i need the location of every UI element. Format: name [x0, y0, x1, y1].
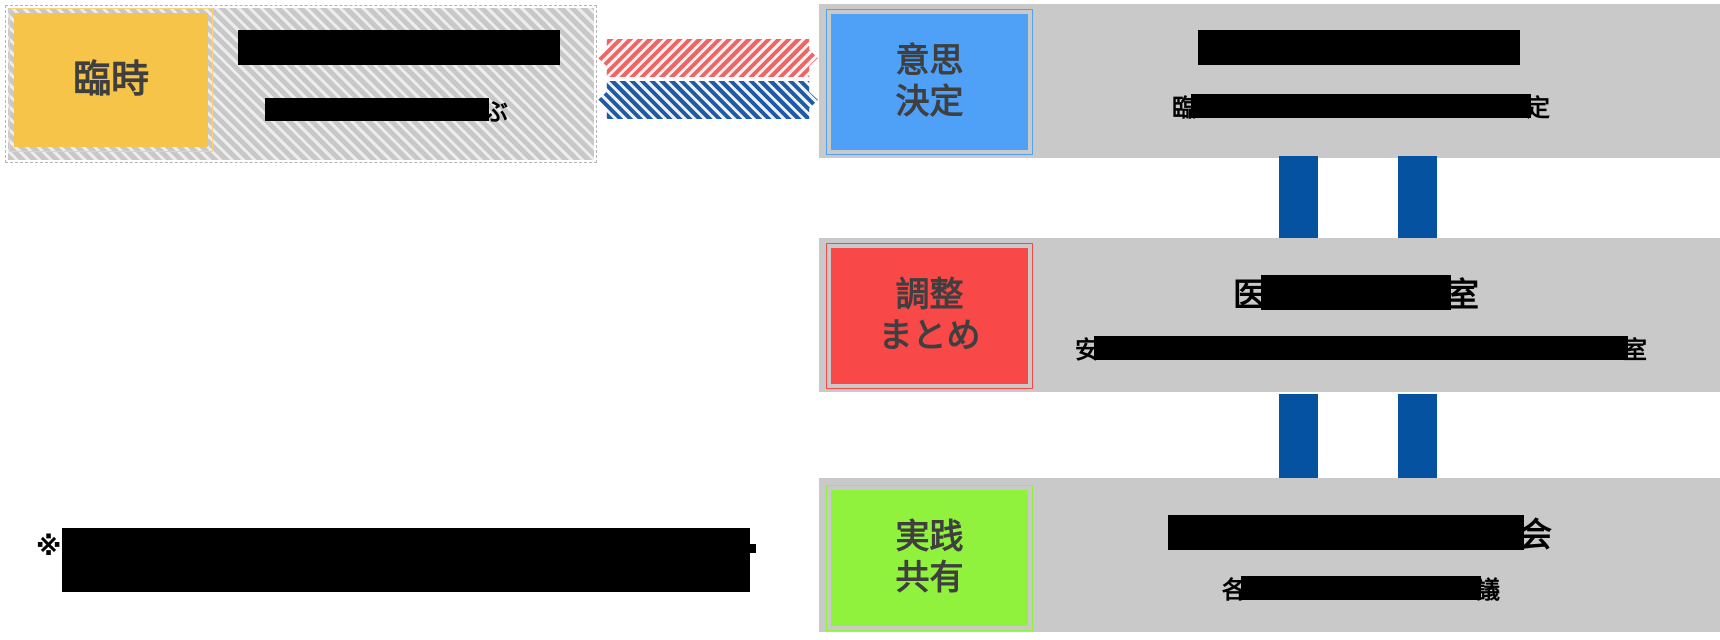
visible-text-fragment: ぶ: [484, 99, 508, 126]
tag-label: 臨時: [72, 58, 149, 101]
label-box-practice: 実践 共有: [826, 485, 1033, 631]
visible-text-fragment: 議: [1476, 577, 1500, 604]
redacted-text-bar: [238, 30, 560, 65]
redacted-text-bar: [1198, 30, 1520, 65]
tag-box-temporary: 臨時: [9, 8, 213, 152]
label-box-coordination: 調整 まとめ: [826, 243, 1033, 389]
row3-subtitle-line: 各 議: [1222, 570, 1500, 605]
row-coordination: 調整 まとめ 医 室 安 室: [819, 238, 1720, 392]
connector-bar: [1279, 156, 1318, 244]
row-label: 意思 決定: [895, 41, 964, 121]
row3-title-line: 会: [1168, 508, 1552, 556]
label-box-decision: 意思 決定: [826, 9, 1033, 155]
redacted-text-bar: [1094, 335, 1628, 360]
row1-subtitle-line: 臨 定: [1172, 88, 1550, 123]
left-hatched-panel: 臨時 ぶ: [5, 5, 597, 163]
connector-bar: [1279, 394, 1318, 482]
redacted-text-bar: [1168, 514, 1524, 550]
redacted-text-bar: [62, 528, 757, 592]
visible-text-fragment: 室: [1623, 337, 1647, 364]
redacted-text-bar: [265, 98, 489, 121]
left-panel-subtitle-line: ぶ: [265, 92, 508, 127]
row-label: 調整 まとめ: [878, 275, 981, 355]
row2-title-line: 医 室: [1233, 268, 1479, 316]
redacted-text-bar: [1191, 93, 1531, 118]
visible-text-fragment: 定: [1526, 95, 1550, 122]
connector-bar: [1398, 394, 1437, 482]
red-striped-bidirectional-arrow: [598, 39, 818, 77]
visible-text-fragment: 医: [1233, 276, 1266, 313]
visible-text-fragment: 室: [1446, 276, 1479, 313]
footnote-marker: ※: [36, 531, 62, 561]
left-panel-title-line: [238, 30, 560, 65]
row2-subtitle-line: 安 室: [1075, 330, 1647, 365]
row-label: 実践 共有: [895, 517, 964, 597]
row1-title-line: [1198, 30, 1520, 65]
redacted-text-bar: [1241, 575, 1481, 600]
redacted-text-bar: [1261, 274, 1451, 310]
row-practice-sharing: 実践 共有 会 各 議: [819, 478, 1720, 632]
blue-striped-bidirectional-arrow: [598, 81, 818, 119]
row-decision: 意思 決定 臨 定: [819, 4, 1720, 158]
visible-text-fragment: 会: [1519, 516, 1552, 553]
footnote: ※: [36, 528, 757, 592]
connector-bar: [1398, 156, 1437, 244]
